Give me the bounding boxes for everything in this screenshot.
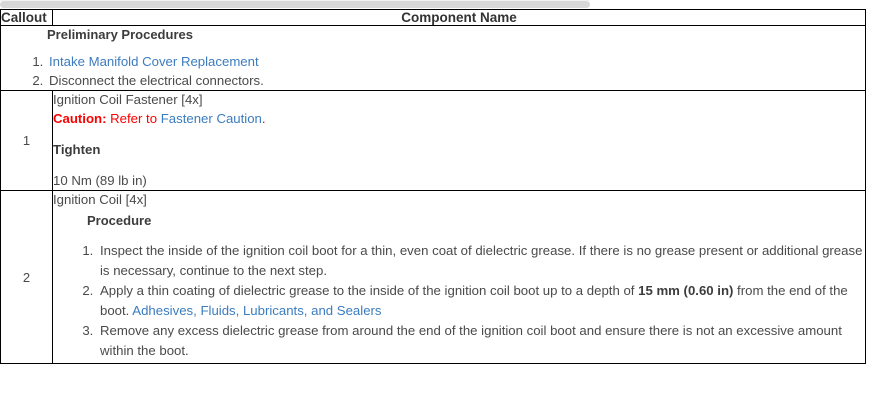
tighten-label: Tighten bbox=[53, 142, 101, 157]
procedure-table: Callout Component Name Preliminary Proce… bbox=[0, 9, 866, 364]
step-text: Remove any excess dielectric grease from… bbox=[100, 323, 842, 358]
list-item: Remove any excess dielectric grease from… bbox=[97, 321, 865, 361]
horizontal-scrollbar-thumb[interactable] bbox=[0, 0, 590, 8]
preliminary-procedures-list: Intake Manifold Cover Replacement Discon… bbox=[1, 52, 865, 90]
list-item: Intake Manifold Cover Replacement bbox=[47, 52, 865, 71]
callout-number-2: 2 bbox=[0, 190, 53, 364]
component-name-text: Ignition Coil Fastener [4x] bbox=[53, 92, 203, 107]
table-body: Preliminary Procedures Intake Manifold C… bbox=[0, 25, 866, 364]
table-header: Callout Component Name bbox=[0, 9, 866, 26]
procedure-table-container: Callout Component Name Preliminary Proce… bbox=[0, 9, 866, 364]
step-bold-measurement: 15 mm (0.60 in) bbox=[638, 283, 734, 298]
link-intake-manifold-cover-replacement[interactable]: Intake Manifold Cover Replacement bbox=[49, 54, 259, 69]
step-text: Apply a thin coating of dielectric greas… bbox=[100, 283, 639, 298]
caution-line: Caution: Refer to Fastener Caution. bbox=[53, 110, 865, 128]
preliminary-procedures-cell: Preliminary Procedures Intake Manifold C… bbox=[0, 25, 866, 91]
list-item: Disconnect the electrical connectors. bbox=[47, 71, 865, 90]
table-header-row: Callout Component Name bbox=[0, 9, 866, 26]
component-cell-2: Ignition Coil [4x] Procedure Inspect the… bbox=[52, 190, 866, 364]
callout-number-1: 1 bbox=[0, 90, 53, 191]
step-text-cont: from the end of the boot. bbox=[100, 283, 848, 318]
caution-label: Caution: bbox=[53, 111, 107, 126]
table-row: 2 Ignition Coil [4x] Procedure Inspect t… bbox=[0, 190, 866, 364]
preliminary-procedures-row: Preliminary Procedures Intake Manifold C… bbox=[0, 25, 866, 91]
list-item: Inspect the inside of the ignition coil … bbox=[97, 241, 865, 281]
column-header-component-name: Component Name bbox=[52, 9, 866, 26]
step-text: Inspect the inside of the ignition coil … bbox=[100, 243, 863, 278]
procedure-steps-list: Inspect the inside of the ignition coil … bbox=[53, 241, 865, 361]
link-fastener-caution[interactable]: Fastener Caution bbox=[160, 111, 262, 126]
torque-value: 10 Nm (89 lb in) bbox=[53, 173, 147, 188]
component-name-text: Ignition Coil [4x] bbox=[53, 192, 147, 207]
link-adhesives-fluids-lubricants-and-sealers[interactable]: Adhesives, Fluids, Lubricants, and Seale… bbox=[132, 303, 382, 318]
list-item: Apply a thin coating of dielectric greas… bbox=[97, 281, 865, 321]
column-header-callout: Callout bbox=[0, 9, 53, 26]
caution-text: Refer to bbox=[106, 111, 161, 126]
component-cell-1: Ignition Coil Fastener [4x] Caution: Ref… bbox=[52, 90, 866, 191]
preliminary-step-text: Disconnect the electrical connectors. bbox=[49, 73, 264, 88]
procedure-title: Procedure bbox=[87, 213, 152, 228]
table-row: 1 Ignition Coil Fastener [4x] Caution: R… bbox=[0, 90, 866, 191]
preliminary-procedures-title: Preliminary Procedures bbox=[47, 27, 193, 42]
caution-period: . bbox=[261, 111, 266, 126]
horizontal-scrollbar-track[interactable] bbox=[0, 0, 877, 9]
